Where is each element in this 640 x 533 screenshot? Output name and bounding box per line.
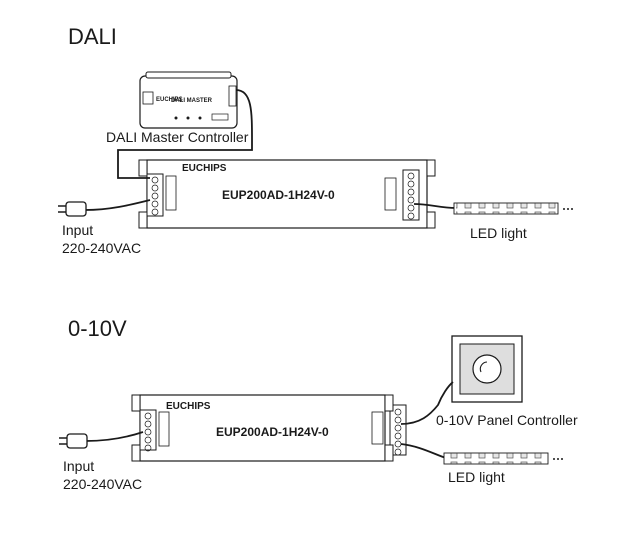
section-title-analog: 0-10V: [68, 316, 127, 341]
analog-led-label: LED light: [448, 469, 505, 485]
dali-input-label-1: Input: [62, 222, 94, 238]
dali-output-wire: [413, 203, 457, 209]
dali-driver-terminals: [151, 172, 415, 220]
dali-mains-plug: [58, 201, 87, 217]
analog-input-label-1: Input: [63, 458, 95, 474]
dali-driver-brand: EUCHIPS: [182, 163, 227, 174]
dali-mains-cable: [84, 199, 151, 211]
dali-led-label: LED light: [470, 225, 527, 241]
dali-input-label-2: 220-240VAC: [62, 240, 142, 256]
dali-driver-mount-tabs: [138, 159, 436, 229]
section-title-dali: DALI: [68, 24, 117, 49]
panel-controller: [451, 335, 523, 403]
analog-driver-mount-tabs: [131, 394, 394, 462]
dali-controller-title: DALI MASTER: [171, 98, 212, 104]
analog-driver-model: EUP200AD-1H24V-0: [216, 425, 329, 439]
dali-controller-brand: EUCHIPS: [156, 97, 183, 103]
dali-master-controller: [139, 71, 238, 129]
analog-input-label-2: 220-240VAC: [63, 476, 143, 492]
analog-mains-cable: [85, 431, 144, 442]
analog-output-wire: [400, 443, 447, 459]
analog-driver: [139, 394, 407, 462]
analog-control-wire: [400, 381, 454, 425]
analog-mains-plug: [59, 433, 88, 449]
dali-driver: [146, 159, 428, 229]
panel-controller-label: 0-10V Panel Controller: [436, 412, 578, 428]
analog-driver-brand: EUCHIPS: [166, 401, 211, 412]
dali-driver-model: EUP200AD-1H24V-0: [222, 188, 335, 202]
dali-bus-wire: [117, 89, 253, 179]
analog-driver-terminals: [144, 408, 402, 456]
dali-led-strip: [453, 202, 573, 215]
dali-controller-label: DALI Master Controller: [106, 129, 249, 145]
analog-led-strip: [443, 452, 563, 465]
